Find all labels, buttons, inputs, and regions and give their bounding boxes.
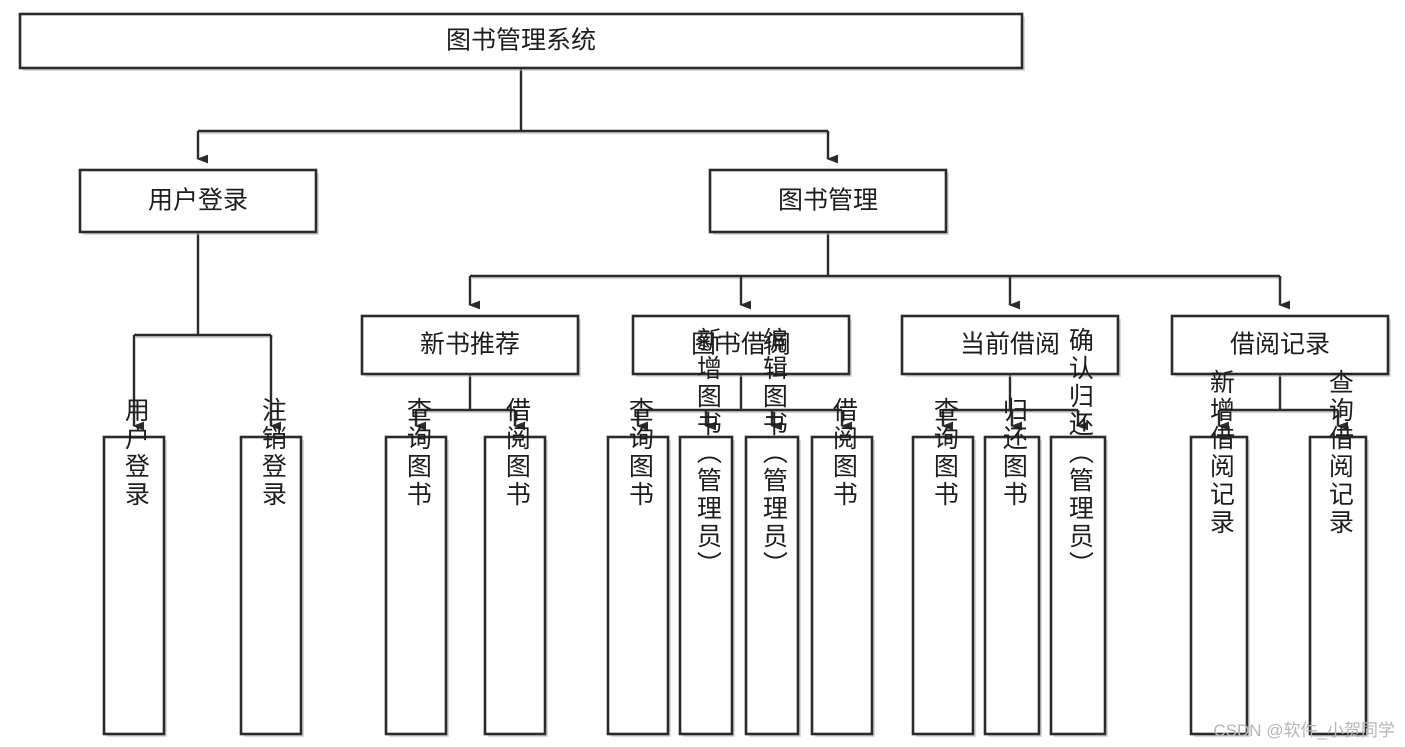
node-box [900, 314, 1120, 376]
node-box [1189, 435, 1249, 736]
node-box [18, 12, 1024, 70]
node-leaf-borrow-book-recommend: 借阅图书 [483, 397, 548, 737]
node-box [483, 435, 547, 736]
node-label-borrow-record: 借阅记录 [1230, 331, 1330, 359]
node-label-leaf-return-book: 归还图书 [999, 397, 1028, 509]
node-leaf-edit-book: 编辑图书（管理员） [744, 327, 801, 737]
node-box [744, 435, 800, 736]
node-label-leaf-user-login: 用户登录 [121, 397, 150, 509]
node-leaf-user-logout: 注销登录 [239, 397, 304, 737]
node-label-leaf-query-book-borrow: 查询图书 [625, 397, 654, 509]
node-box [708, 168, 948, 234]
node-box [631, 314, 851, 376]
node-book-borrow: 图书借阅 [631, 314, 852, 377]
node-label-leaf-confirm-return: 确认归还（管理员） [1065, 327, 1094, 579]
node-label-current-borrow: 当前借阅 [960, 331, 1060, 359]
node-leaf-confirm-return: 确认归还（管理员） [1049, 327, 1108, 737]
node-label-leaf-user-logout: 注销登录 [258, 397, 287, 509]
node-leaf-query-book-recommend: 查询图书 [384, 397, 449, 737]
node-box [239, 435, 303, 736]
node-box [78, 168, 318, 234]
node-box [606, 435, 670, 736]
node-borrow-record: 借阅记录 [1170, 314, 1391, 377]
node-label-leaf-borrow-book-recommend: 借阅图书 [502, 397, 531, 509]
node-label-book-manage: 图书管理 [778, 187, 878, 215]
node-leaf-query-book-borrow: 查询图书 [606, 397, 671, 737]
node-leaf-query-book-current: 查询图书 [911, 397, 976, 737]
node-leaf-add-borrow-record: 新增借阅记录 [1189, 369, 1250, 737]
node-leaf-add-book: 新增图书（管理员） [678, 327, 735, 737]
node-box [1170, 314, 1390, 376]
node-leaf-user-login: 用户登录 [102, 397, 167, 737]
node-leaf-query-borrow-record: 查询借阅记录 [1308, 369, 1369, 737]
node-label-book-borrow: 图书借阅 [691, 331, 791, 359]
node-box [384, 435, 448, 736]
node-root: 图书管理系统 [18, 12, 1025, 71]
node-leaf-return-book: 归还图书 [983, 397, 1042, 737]
node-label-leaf-borrow-book: 借阅图书 [829, 397, 858, 509]
node-box [810, 435, 874, 736]
node-book-manage: 图书管理 [708, 168, 949, 235]
node-label-new-book-recommend: 新书推荐 [420, 331, 520, 359]
node-box [678, 435, 734, 736]
node-box [911, 435, 975, 736]
node-label-leaf-query-borrow-record: 查询借阅记录 [1325, 369, 1354, 537]
node-user-login: 用户登录 [78, 168, 319, 235]
node-new-book-recommend: 新书推荐 [360, 314, 581, 377]
node-box [102, 435, 166, 736]
node-box [983, 435, 1041, 736]
node-box [1049, 435, 1107, 736]
node-label-leaf-query-book-current: 查询图书 [930, 397, 959, 509]
node-label-root: 图书管理系统 [446, 27, 596, 55]
node-label-user-login: 用户登录 [148, 187, 248, 215]
node-label-leaf-add-borrow-record: 新增借阅记录 [1206, 369, 1235, 537]
watermark-label: CSDN @软件_小贺同学 [1213, 721, 1395, 740]
node-box [1308, 435, 1368, 736]
node-label-leaf-add-book: 新增图书（管理员） [693, 327, 722, 579]
node-leaf-borrow-book: 借阅图书 [810, 397, 875, 737]
node-current-borrow: 当前借阅 [900, 314, 1121, 377]
node-label-leaf-query-book-recommend: 查询图书 [403, 397, 432, 509]
node-label-leaf-edit-book: 编辑图书（管理员） [759, 327, 788, 579]
node-box [360, 314, 580, 376]
